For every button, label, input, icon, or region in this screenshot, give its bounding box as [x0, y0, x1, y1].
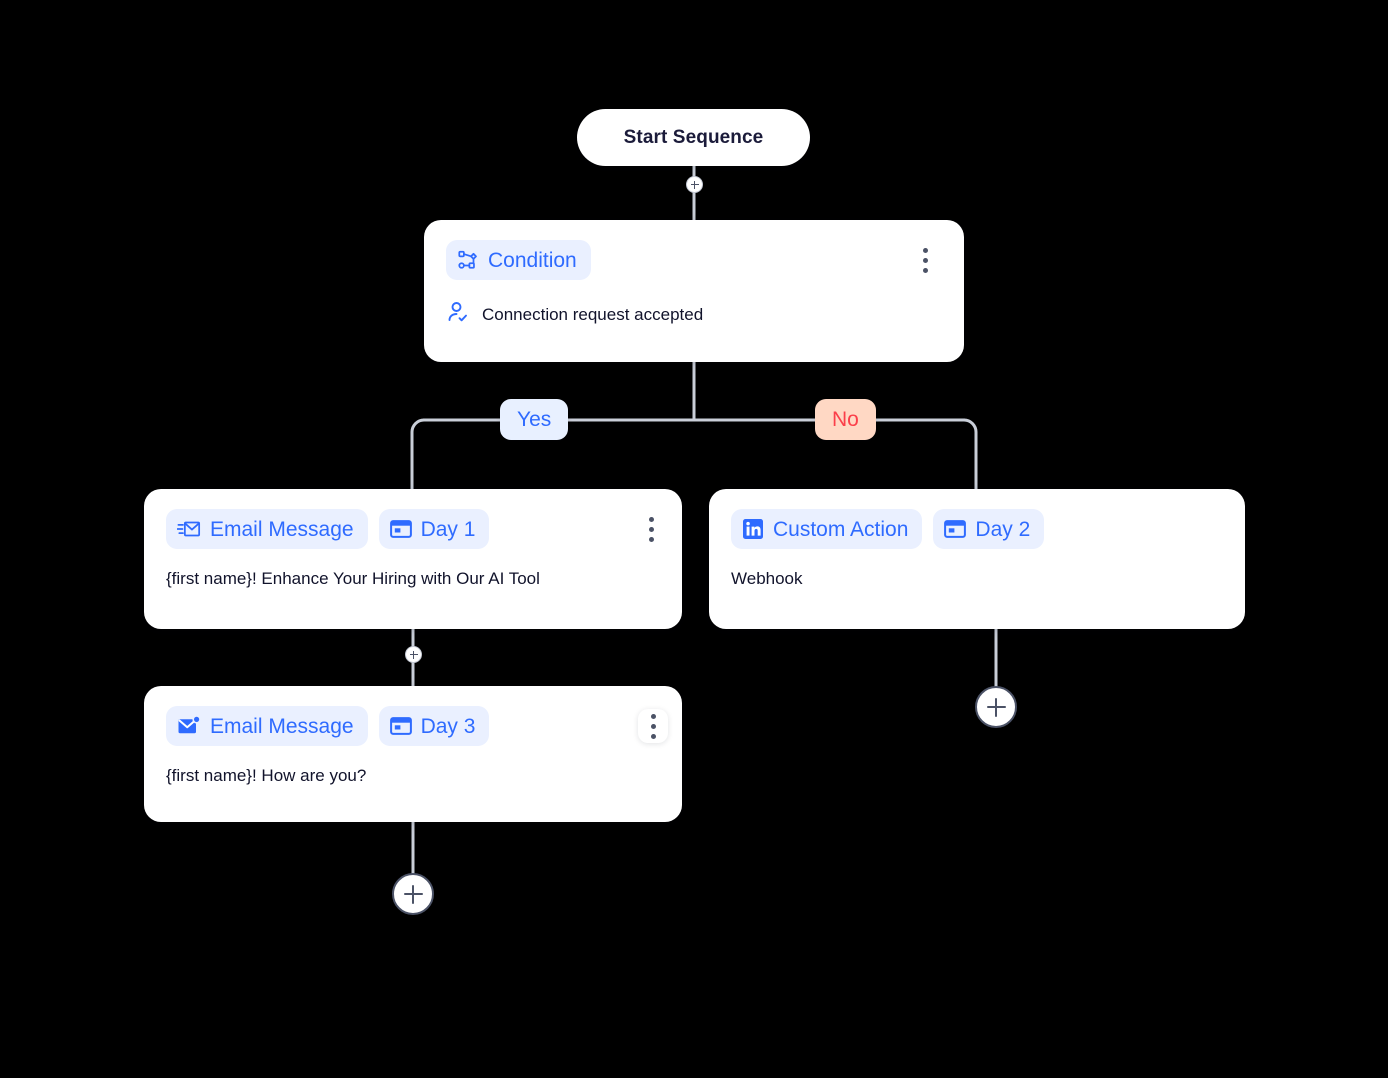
email-day1-header: Email Message Day 1 — [166, 509, 660, 549]
custom-action-body: Webhook — [731, 569, 1223, 589]
custom-action-badge-label: Custom Action — [773, 517, 909, 541]
day-badge-label-day3: Day 3 — [420, 714, 476, 738]
condition-card-body: Connection request accepted — [446, 300, 942, 329]
branch-nodes-icon — [457, 249, 479, 271]
custom-action-description: Webhook — [731, 569, 803, 588]
email-day3-subject: {first name}! How are you? — [166, 766, 367, 785]
person-check-icon — [446, 300, 470, 329]
email-day1-subject: {first name}! Enhance Your Hiring with O… — [166, 569, 540, 588]
condition-kebab-menu-icon[interactable] — [910, 243, 940, 277]
custom-action-badge[interactable]: Custom Action — [731, 509, 923, 549]
condition-card[interactable]: Condition Connection request accepted — [424, 220, 964, 362]
condition-card-header: Condition — [446, 240, 942, 280]
start-sequence-label: Start Sequence — [623, 126, 764, 148]
day-badge-label-day2: Day 2 — [975, 517, 1031, 541]
custom-action-day2-card[interactable]: Custom Action Day 2 Webhook — [709, 489, 1245, 629]
calendar-window-icon — [389, 519, 412, 539]
edge-no-down — [962, 418, 978, 491]
email-day3-kebab-menu-icon[interactable] — [638, 709, 668, 743]
custom-action-header: Custom Action Day 2 — [731, 509, 1223, 549]
email-message-badge-day3[interactable]: Email Message — [166, 706, 368, 746]
email-send-icon — [177, 518, 201, 540]
day-badge-day2[interactable]: Day 2 — [933, 509, 1045, 549]
email-day3-header: Email Message Day 3 — [166, 706, 668, 746]
calendar-window-icon — [389, 716, 412, 736]
edge-yes-down — [410, 418, 426, 491]
add-step-button-after-custom-action[interactable] — [975, 686, 1017, 728]
email-day1-body: {first name}! Enhance Your Hiring with O… — [166, 569, 660, 589]
email-day1-kebab-menu-icon[interactable] — [636, 512, 666, 546]
condition-badge[interactable]: Condition — [446, 240, 591, 280]
linkedin-icon — [742, 518, 764, 540]
start-sequence-node[interactable]: Start Sequence — [577, 109, 810, 166]
email-message-day1-card[interactable]: Email Message Day 1 {first name}! Enhanc… — [144, 489, 682, 629]
email-message-day3-card[interactable]: Email Message Day 3 {first name}! How ar… — [144, 686, 682, 822]
email-message-badge-label-day1: Email Message — [210, 517, 354, 541]
add-step-button-after-email-day3[interactable] — [392, 873, 434, 915]
email-message-badge-label-day3: Email Message — [210, 714, 354, 738]
calendar-window-icon — [944, 519, 967, 539]
email-message-badge-day1[interactable]: Email Message — [166, 509, 368, 549]
branch-no-text: No — [832, 407, 859, 431]
branch-label-no[interactable]: No — [815, 399, 876, 440]
add-step-button-after-email-day1[interactable] — [405, 646, 422, 663]
branch-yes-text: Yes — [517, 407, 552, 431]
day-badge-label-day1: Day 1 — [420, 517, 476, 541]
branch-label-yes[interactable]: Yes — [500, 399, 569, 440]
condition-badge-label: Condition — [488, 248, 577, 272]
day-badge-day1[interactable]: Day 1 — [378, 509, 490, 549]
condition-body-text: Connection request accepted — [482, 304, 704, 324]
email-filled-dot-icon — [177, 715, 201, 737]
add-step-button-after-start[interactable] — [686, 176, 703, 193]
email-day3-body: {first name}! How are you? — [166, 766, 660, 786]
day-badge-day3[interactable]: Day 3 — [378, 706, 490, 746]
